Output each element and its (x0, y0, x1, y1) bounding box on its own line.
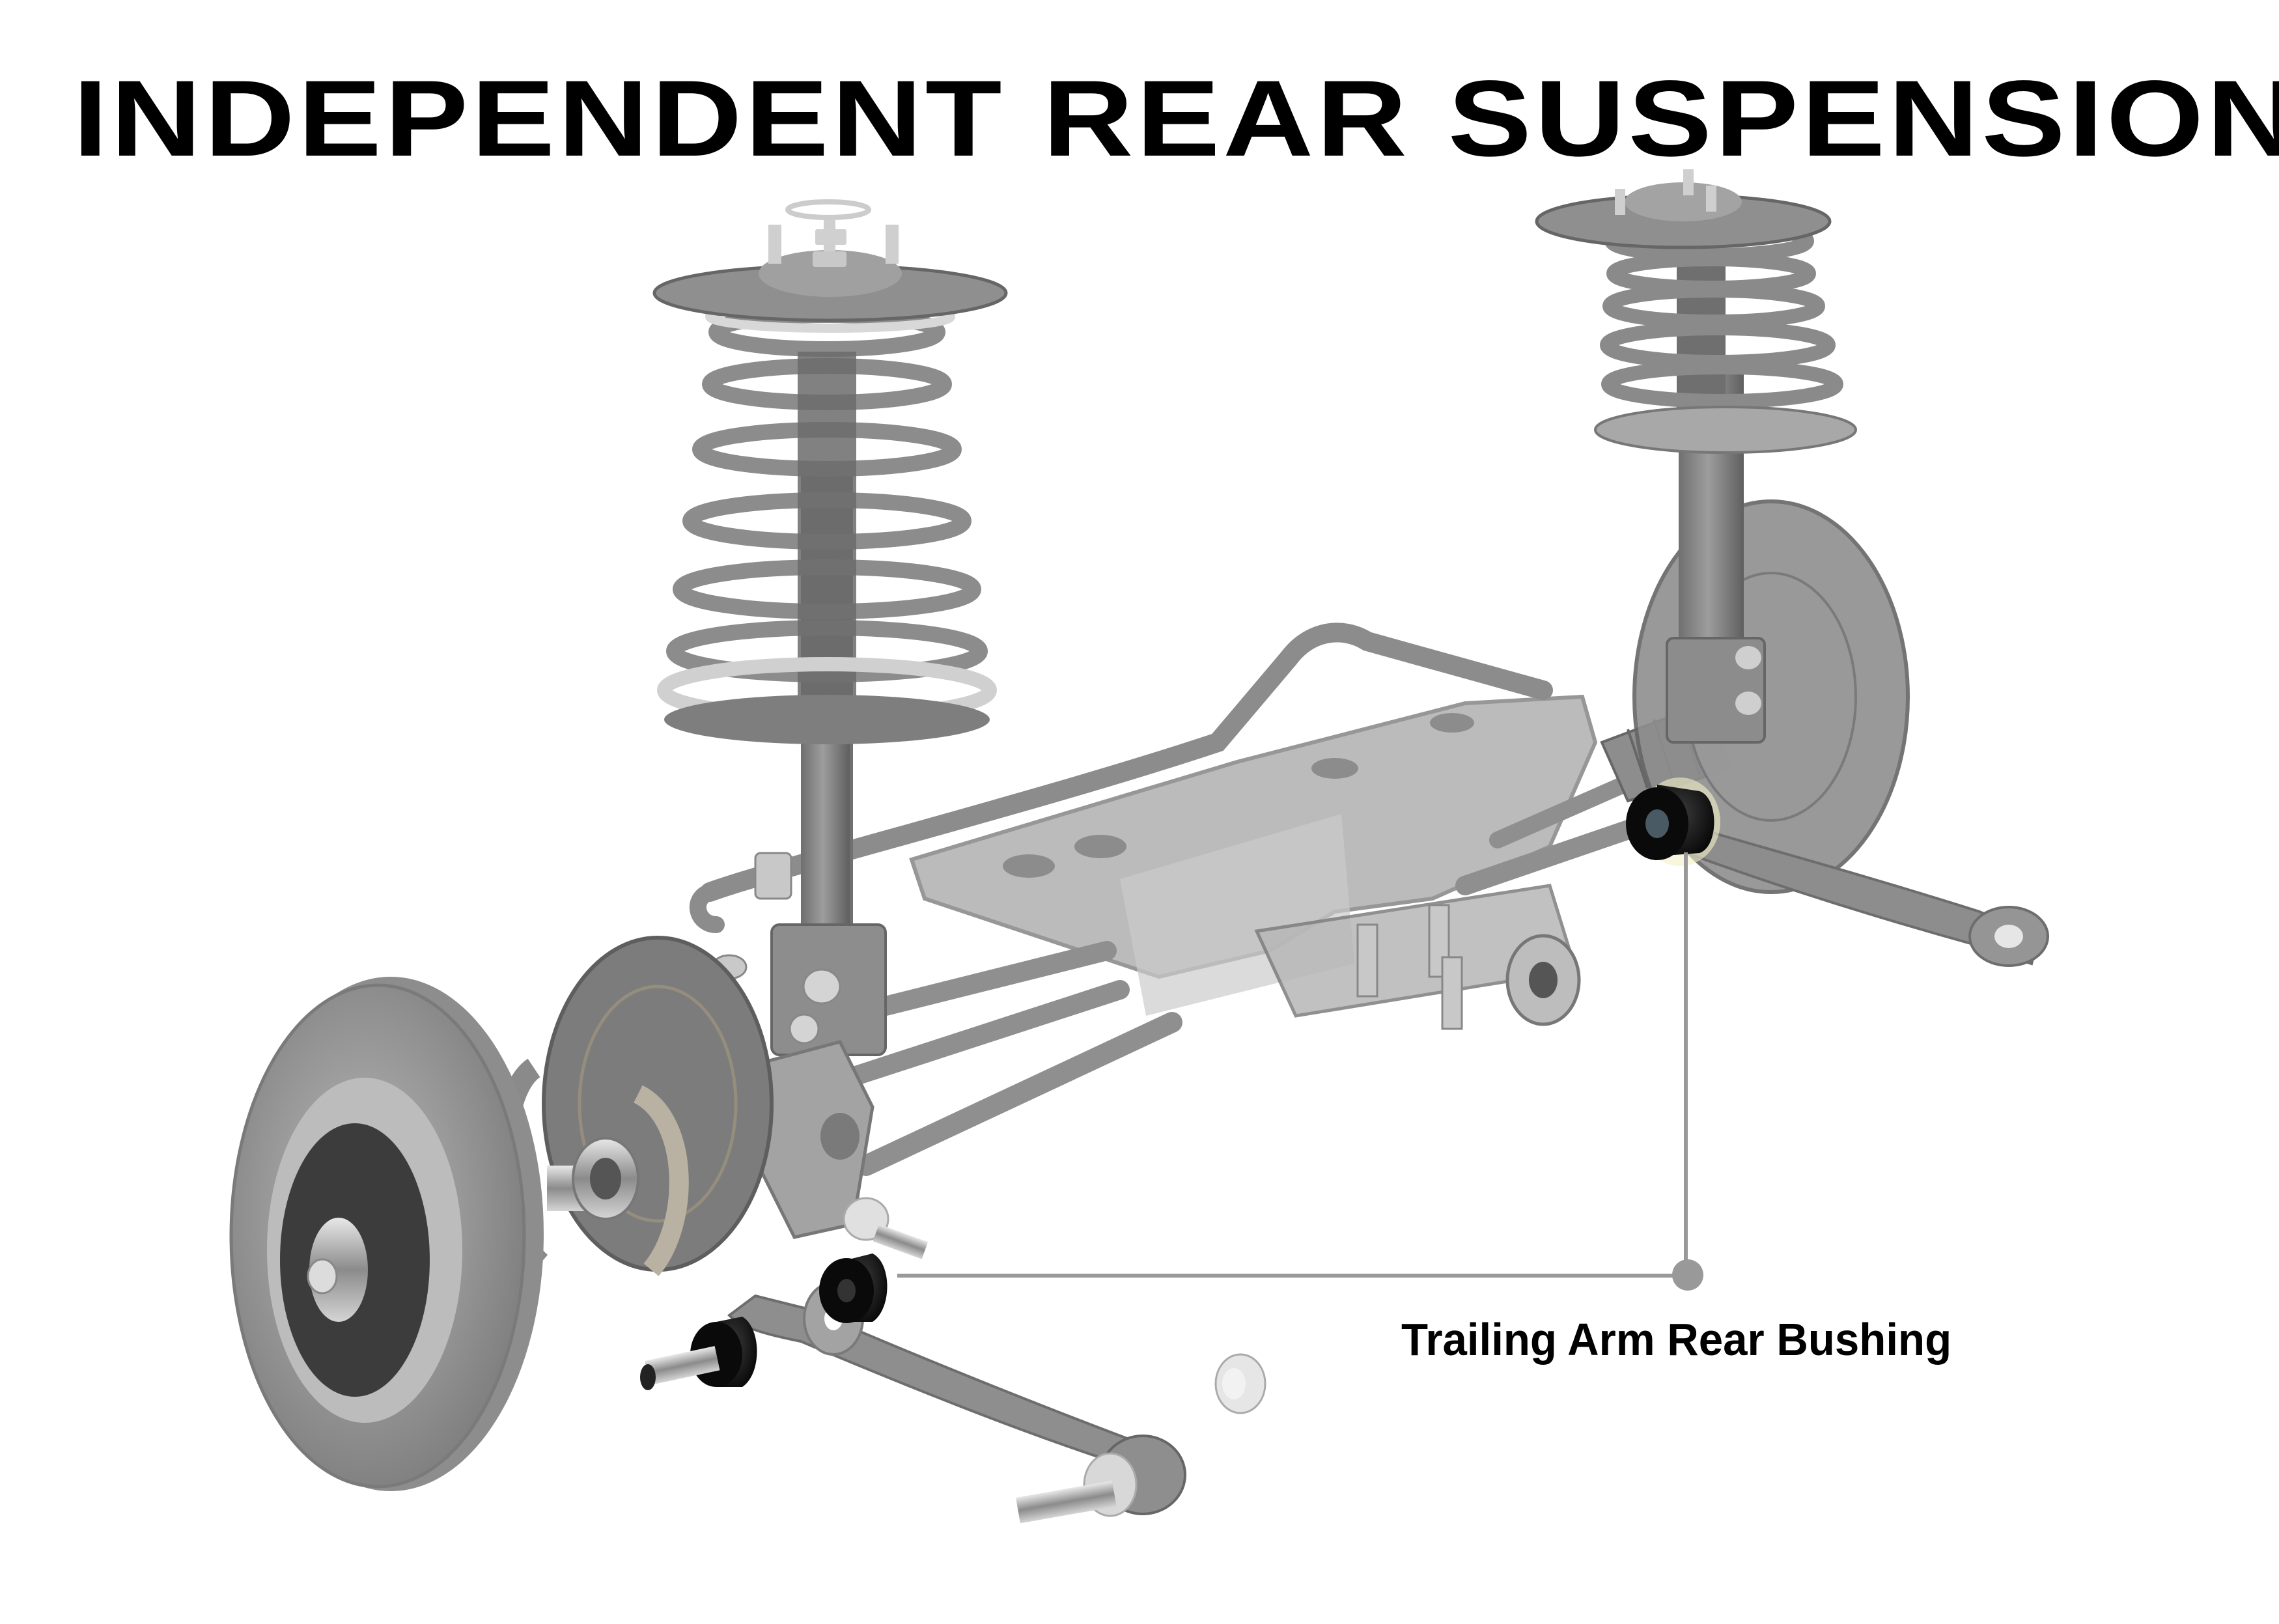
trailing-arm-rear-bushing-left (819, 1253, 888, 1323)
rear-lower-link-pin (843, 1197, 929, 1259)
left-strut-assembly (652, 199, 1008, 1056)
brake-rotor (229, 977, 544, 1491)
right-trailing-arm (1685, 825, 2040, 966)
trailing-arm-rear-bushing-right (1626, 777, 1720, 866)
front-eye-bushing (1016, 1353, 1266, 1524)
trailing-arm-front-bushing-left (640, 1317, 757, 1390)
left-trailing-arm (727, 1294, 1169, 1481)
right-strut-assembly (1535, 169, 1857, 744)
callout-leader (897, 852, 1703, 1291)
callout-label-trailing-arm-rear-bushing: Trailing Arm Rear Bushing (1401, 1314, 1952, 1365)
leader-dot (1672, 1259, 1703, 1291)
page-title: INDEPENDENT REAR SUSPENSION (73, 59, 2279, 179)
differential-mount (1254, 884, 1581, 1030)
